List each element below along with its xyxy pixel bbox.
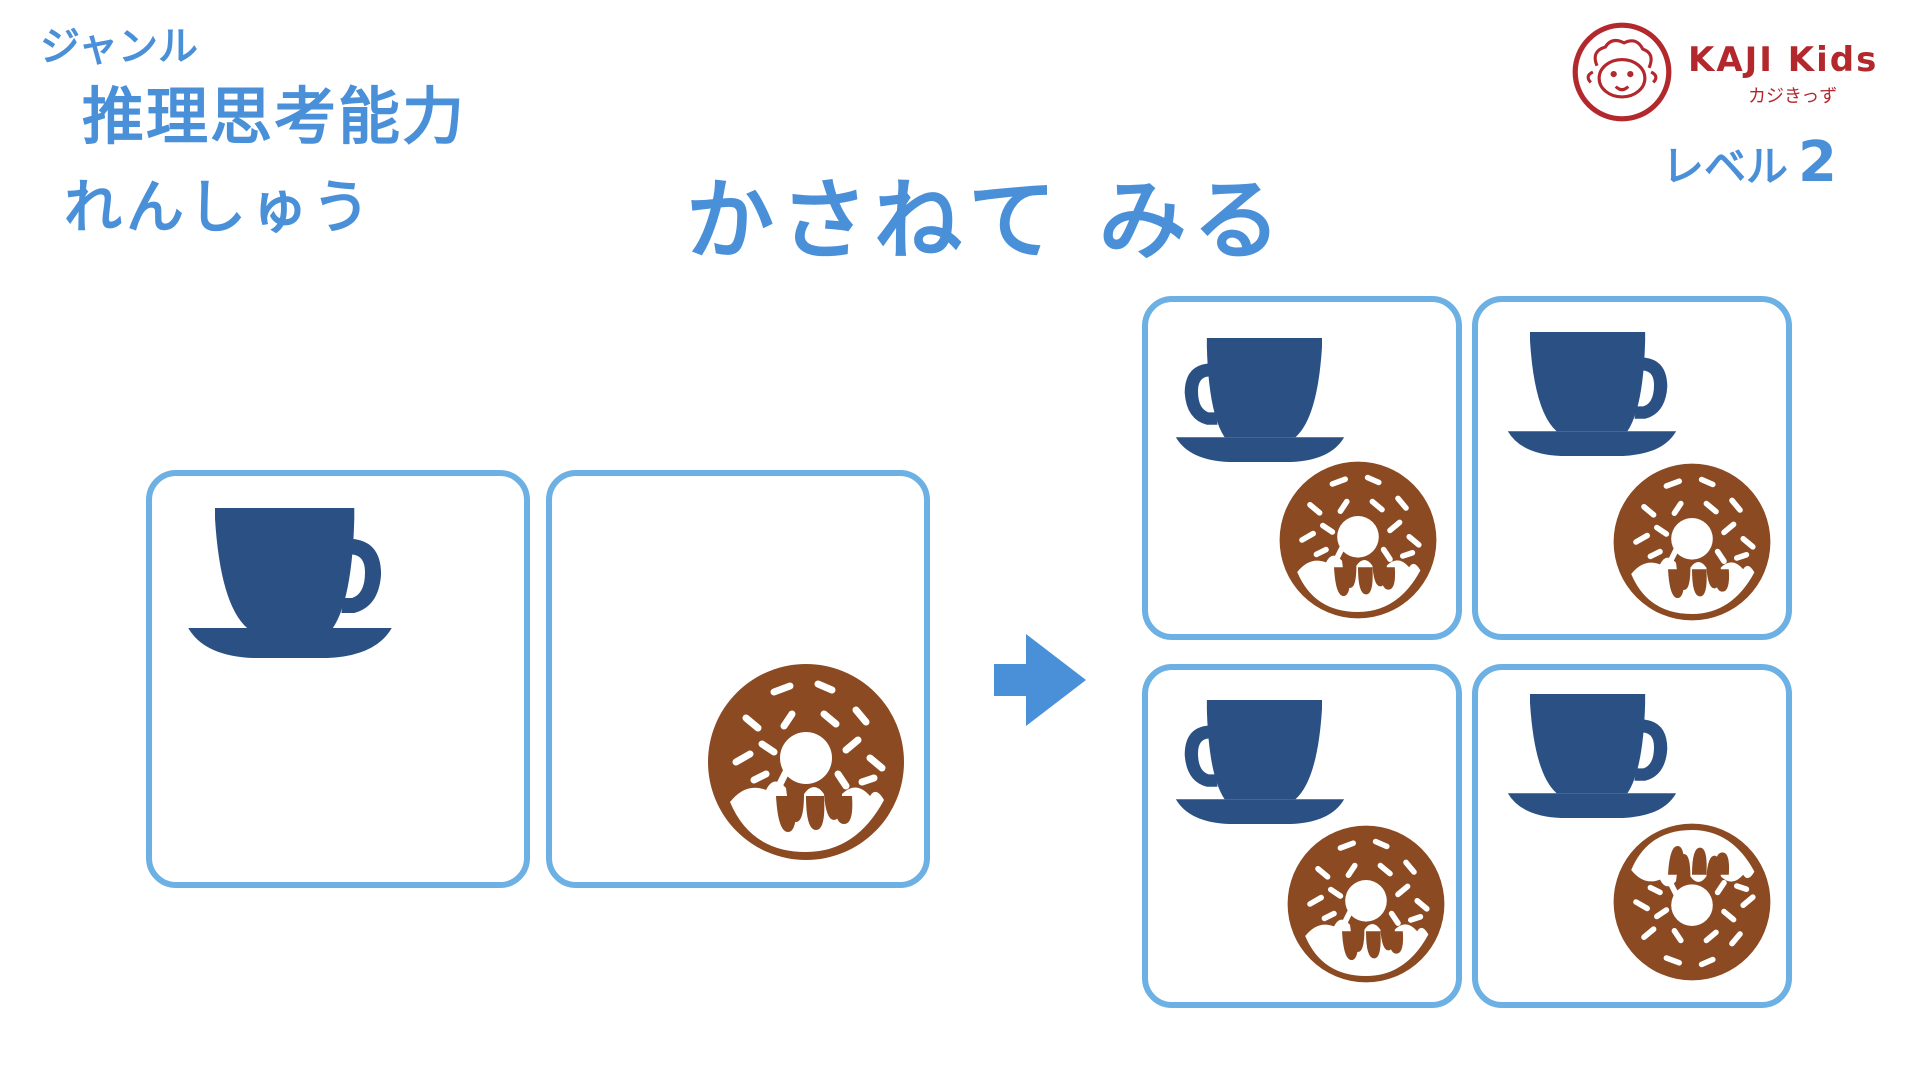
- coffee-cup-icon: [1170, 338, 1350, 462]
- sheep-logo-icon: [1572, 22, 1672, 122]
- level-label: レベル: [1662, 142, 1789, 191]
- answer-option-3[interactable]: [1142, 664, 1462, 1008]
- donut-icon: [706, 662, 906, 862]
- coffee-cup-icon: [1502, 694, 1682, 818]
- brand-name: KAJI Kids: [1688, 40, 1879, 80]
- answer-option-2[interactable]: [1472, 296, 1792, 640]
- arrow-right-icon: [994, 634, 1086, 726]
- donut-icon: [1278, 460, 1438, 620]
- brand-subtitle: カジきっず: [1748, 86, 1838, 107]
- practice-label: れんしゅう: [64, 173, 375, 241]
- coffee-cup-icon: [180, 508, 400, 658]
- genre-title: 推理思考能力: [82, 80, 467, 153]
- brand-logo: KAJI Kids カジきっず: [1570, 20, 1900, 122]
- coffee-cup-icon: [1170, 700, 1350, 824]
- answer-option-4[interactable]: [1472, 664, 1792, 1008]
- given-card-donut: [546, 470, 930, 888]
- coffee-cup-icon: [1502, 332, 1682, 456]
- answer-option-1[interactable]: [1142, 296, 1462, 640]
- donut-icon: [1286, 824, 1446, 984]
- donut-icon: [1612, 462, 1772, 622]
- donut-icon: [1612, 822, 1772, 982]
- page-title: かさねて みる: [686, 169, 1287, 272]
- given-card-cup: [146, 470, 530, 888]
- genre-label: ジャンル: [40, 24, 198, 70]
- level-number: 2: [1798, 130, 1837, 195]
